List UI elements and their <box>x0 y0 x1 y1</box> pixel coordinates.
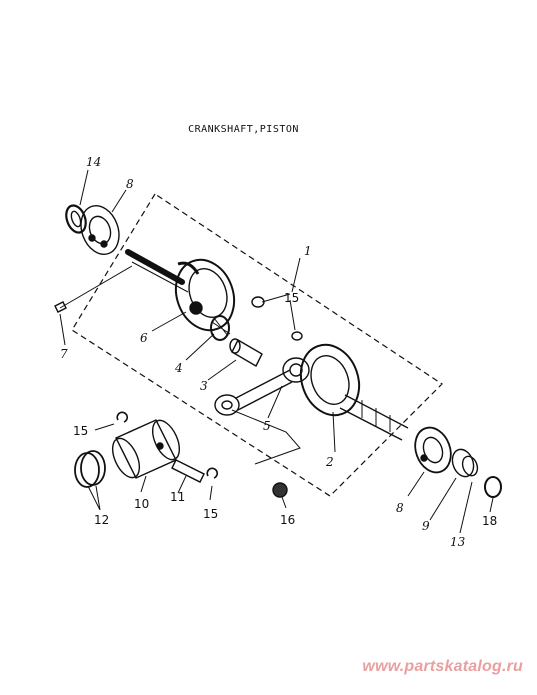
callout-15-lower: 15 <box>203 507 218 521</box>
callout-9: 9 <box>422 519 430 533</box>
watermark: www.partskatalog.ru <box>362 658 523 675</box>
callout-12: 10 <box>134 497 149 511</box>
callout-11: 13 <box>450 535 466 549</box>
callout-17: 15 <box>284 291 299 305</box>
callout-8-lower: 8 <box>396 501 404 515</box>
callout-14: 12 <box>94 513 109 527</box>
collar <box>451 448 479 478</box>
diagram-title: CRANKSHAFT,PISTON <box>188 124 299 135</box>
woodruff-key <box>54 301 67 313</box>
callout-15-upper: 15 <box>73 424 88 438</box>
callout-2: 2 <box>325 455 334 469</box>
washer-upper <box>251 296 265 308</box>
callout-7: 7 <box>60 347 68 361</box>
assembly-boundary <box>71 193 443 497</box>
crank-half-left <box>125 249 236 332</box>
callout-3: 3 <box>200 379 208 393</box>
callout-5: 5 <box>263 419 271 433</box>
callouts: 14 8 1 15 6 7 4 3 5 15 2 10 11 15 16 12 … <box>60 155 497 549</box>
leader-lines <box>59 169 494 534</box>
piston-rings <box>74 450 106 488</box>
callout-16: 16 <box>280 513 295 527</box>
callout-1: 1 <box>304 244 312 258</box>
oil-seal-left <box>65 204 87 234</box>
callout-10: 14 <box>86 155 101 169</box>
callout-6: 6 <box>140 331 148 345</box>
circlip-upper <box>116 411 128 423</box>
bearing-right <box>414 426 452 474</box>
callout-18: 18 <box>482 514 497 528</box>
callout-8-upper: 8 <box>126 177 134 191</box>
crank-pin <box>229 338 263 367</box>
oil-seal-right <box>484 476 502 498</box>
washer-lower <box>291 331 303 341</box>
connecting-rod <box>214 357 310 416</box>
callout-13: 11 <box>170 490 185 504</box>
callout-4: 4 <box>174 361 183 375</box>
piston <box>111 419 181 479</box>
piston-pin <box>171 459 205 483</box>
needle-bearing <box>210 315 231 341</box>
crank-half-right <box>299 343 409 441</box>
small-end-bearing <box>272 482 288 498</box>
bearing-left <box>80 205 120 255</box>
circlip-lower <box>206 467 218 479</box>
